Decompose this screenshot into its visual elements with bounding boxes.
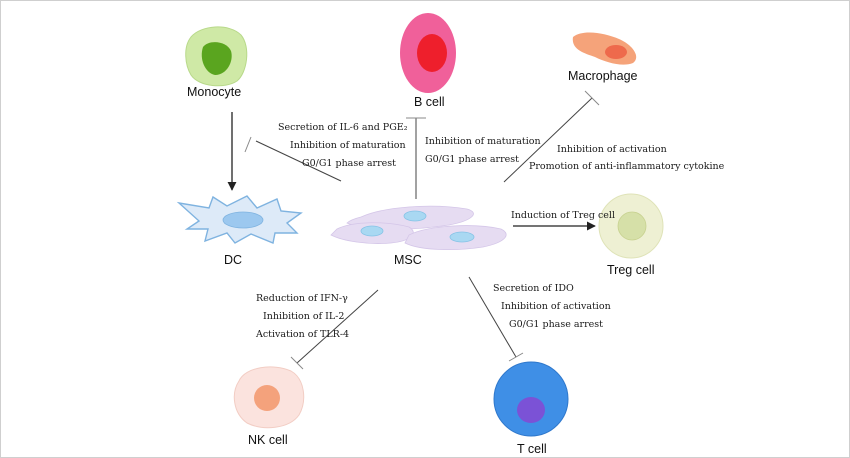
b-cell <box>400 13 456 93</box>
treg-effect-1: Induction of Treg cell <box>511 210 615 221</box>
b-cell-effect-2: G0/G1 phase arrest <box>425 154 519 165</box>
dc-effect-1: Secretion of IL-6 and PGE₂ <box>278 122 408 133</box>
treg-nucleus <box>617 211 647 241</box>
msc-cells <box>330 205 507 251</box>
dc-effect-2: Inhibition of maturation <box>290 140 406 151</box>
t-cell <box>493 361 569 437</box>
inhibition-bar-macrophage <box>584 90 600 106</box>
dc-cell <box>176 195 303 244</box>
macrophage-effect-1: Inhibition of activation <box>557 144 667 155</box>
macrophage-label: Macrophage <box>568 69 638 83</box>
monocyte-label: Monocyte <box>187 85 242 99</box>
t-cell-effect-1: Secretion of IDO <box>493 283 574 294</box>
dc-label: DC <box>224 253 243 267</box>
monocyte-cell <box>185 26 248 87</box>
macrophage-cell <box>572 32 637 65</box>
treg-cell <box>598 193 664 259</box>
inhibition-line-dc <box>255 140 342 182</box>
nk-effect-3: Activation of TLR-4 <box>256 329 350 340</box>
inhibition-bar-t-cell <box>508 352 524 362</box>
nk-nucleus <box>254 385 280 411</box>
treg-label: Treg cell <box>607 263 655 277</box>
inhibition-bar-dc <box>244 136 252 153</box>
dc-effect-3: G0/G1 phase arrest <box>302 158 396 169</box>
inhibition-line-nk <box>296 289 379 364</box>
msc-nucleus-top <box>403 210 427 222</box>
dc-nucleus <box>222 211 264 229</box>
b-cell-effect-1: Inhibition of maturation <box>425 136 541 147</box>
t-cell-effect-3: G0/G1 phase arrest <box>509 319 603 330</box>
inhibition-line-t-cell <box>468 276 517 358</box>
nk-cell-label: NK cell <box>248 433 288 447</box>
nk-effect-1: Reduction of IFN-γ <box>256 293 348 304</box>
msc-label: MSC <box>394 253 422 267</box>
nk-cell <box>233 366 305 429</box>
macrophage-nucleus <box>605 45 627 59</box>
t-cell-effect-2: Inhibition of activation <box>501 301 611 312</box>
t-cell-label: T cell <box>517 442 547 456</box>
macrophage-effect-2: Promotion of anti-inflammatory cytokine <box>529 161 725 172</box>
msc-nucleus-right <box>449 231 475 243</box>
msc-nucleus-left <box>360 225 384 237</box>
t-cell-nucleus <box>517 397 545 423</box>
macrophage-body <box>572 32 637 65</box>
inhibition-bar-nk <box>290 356 304 370</box>
b-cell-label: B cell <box>414 95 445 109</box>
nk-effect-2: Inhibition of IL-2 <box>263 311 345 322</box>
b-cell-nucleus <box>417 34 447 72</box>
inhibition-line-macrophage <box>503 97 593 183</box>
monocyte-nucleus <box>201 42 232 75</box>
